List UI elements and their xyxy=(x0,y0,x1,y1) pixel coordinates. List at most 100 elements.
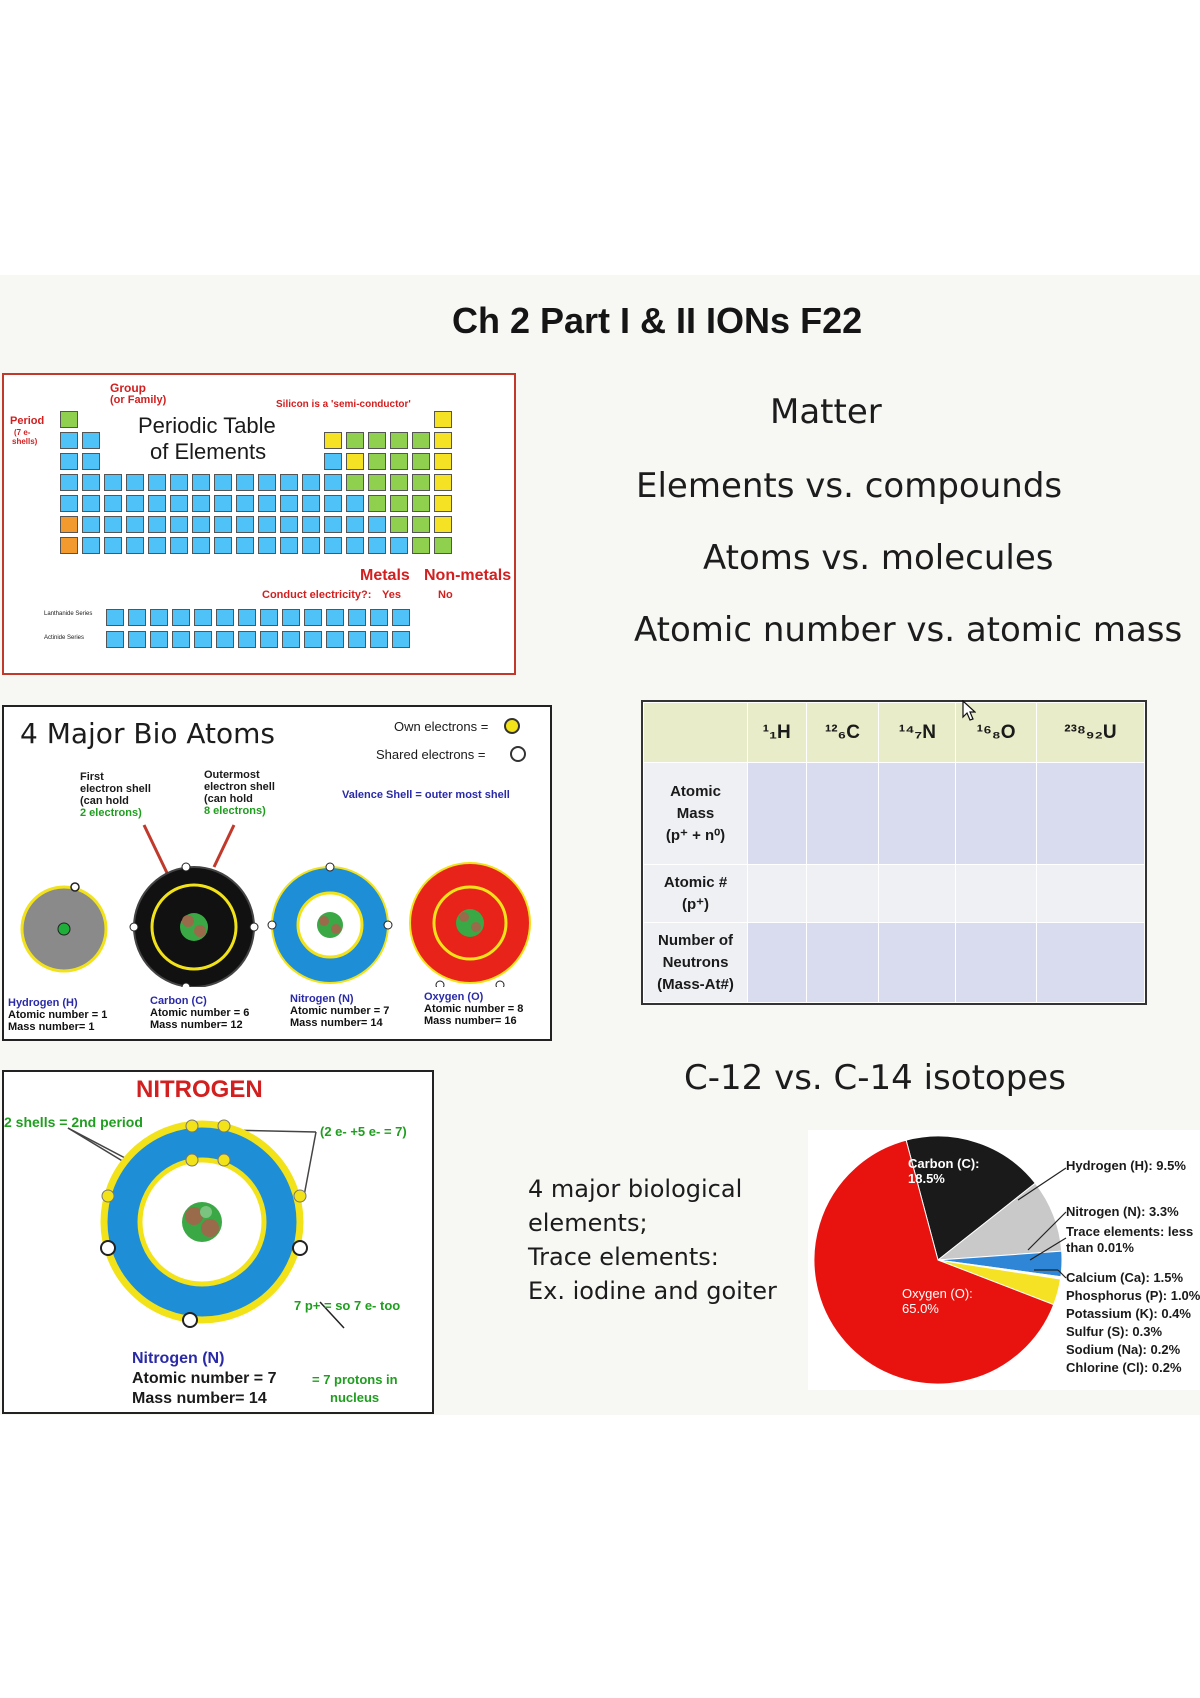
topic-atoms-molecules: Atoms vs. molecules xyxy=(703,538,1054,578)
series-cell xyxy=(106,631,124,648)
series-cell xyxy=(392,631,410,648)
element-cell xyxy=(434,474,452,491)
column-u: ²³⁸₉₂U xyxy=(1035,702,1146,763)
cell[interactable] xyxy=(805,922,880,1003)
series-cell xyxy=(260,631,278,648)
cell[interactable] xyxy=(1035,922,1146,1003)
series-cell xyxy=(326,631,344,648)
nitrogen-mass: Mass number= 14 xyxy=(132,1390,267,1407)
series-cell xyxy=(238,609,256,626)
element-cell xyxy=(412,516,430,533)
element-cell xyxy=(324,432,342,449)
page-title: Ch 2 Part I & II IONs F22 xyxy=(452,300,863,341)
element-cell xyxy=(148,516,166,533)
element-cell xyxy=(148,537,166,554)
legend-sulfur: Sulfur (S): 0.3% xyxy=(1066,1324,1163,1339)
element-cell xyxy=(192,495,210,512)
valence-note: Valence Shell = outer most shell xyxy=(342,789,510,801)
series-cell xyxy=(194,631,212,648)
element-cell xyxy=(412,495,430,512)
bio-atoms-panel: 4 Major Bio Atoms Own electrons = Shared… xyxy=(2,705,552,1041)
shared-electron-icon xyxy=(510,746,526,762)
element-cell xyxy=(82,474,100,491)
cell[interactable] xyxy=(805,864,880,923)
series-cell xyxy=(370,631,388,648)
pie-chart xyxy=(813,1135,1063,1385)
element-cell xyxy=(346,516,364,533)
nitrogen-heading: NITROGEN xyxy=(136,1076,263,1103)
nucleus-label: nucleus xyxy=(330,1390,380,1405)
cell[interactable] xyxy=(878,922,957,1003)
series-cell xyxy=(326,609,344,626)
series-cell xyxy=(304,609,322,626)
element-cell xyxy=(104,474,122,491)
cell[interactable] xyxy=(1035,762,1146,865)
mouse-cursor-icon xyxy=(962,700,976,721)
cell[interactable] xyxy=(747,922,807,1003)
element-cell xyxy=(390,453,408,470)
cell[interactable] xyxy=(955,864,1037,923)
actinide-label: Actinide Series xyxy=(44,635,85,641)
element-cell xyxy=(368,516,386,533)
series-cell xyxy=(172,609,190,626)
periodic-table-panel: Group (or Family) Period (7 e- shells) P… xyxy=(2,373,516,675)
isotopes-heading: C-12 vs. C-14 isotopes xyxy=(684,1058,1066,1098)
element-cell xyxy=(82,453,100,470)
cell[interactable] xyxy=(805,762,880,865)
nitrogen-atomic: Atomic number = 7 xyxy=(132,1370,277,1387)
carbon-atom xyxy=(129,862,259,987)
element-cell xyxy=(390,495,408,512)
nitrogen-atom-small xyxy=(267,862,393,984)
element-cell xyxy=(60,495,78,512)
element-cell xyxy=(412,474,430,491)
element-cell xyxy=(170,495,188,512)
silicon-note: Silicon is a 'semi-conductor' xyxy=(276,399,411,410)
element-cell xyxy=(390,432,408,449)
element-cell xyxy=(412,432,430,449)
cell[interactable] xyxy=(955,762,1037,865)
series-cell xyxy=(106,609,124,626)
element-cell xyxy=(104,516,122,533)
element-cell xyxy=(368,453,386,470)
protons-note: 7 p+ = so 7 e- too xyxy=(294,1298,401,1313)
cell[interactable] xyxy=(1035,864,1146,923)
legend-trace: Trace elements: less than 0.01% xyxy=(1066,1224,1194,1255)
element-cell xyxy=(434,495,452,512)
series-cell xyxy=(216,609,234,626)
cell[interactable] xyxy=(747,864,807,923)
pie-leader-lines xyxy=(1017,1167,1067,1279)
series-cell xyxy=(172,631,190,648)
pie-slice xyxy=(813,1139,1055,1385)
cell[interactable] xyxy=(878,762,957,865)
own-electron-icon xyxy=(504,718,520,734)
series-cell xyxy=(150,631,168,648)
hydrogen-atom xyxy=(20,882,108,973)
cell[interactable] xyxy=(955,922,1037,1003)
element-cell xyxy=(82,537,100,554)
periodic-heading-1: Periodic Table xyxy=(138,413,276,438)
cell[interactable] xyxy=(878,864,957,923)
element-cell xyxy=(280,516,298,533)
conduct-label: Conduct electricity?: xyxy=(262,589,372,601)
series-rows xyxy=(106,609,418,659)
element-cell xyxy=(368,537,386,554)
element-cell xyxy=(280,495,298,512)
element-cell xyxy=(214,516,232,533)
electron-count-note: (2 e- +5 e- = 7) xyxy=(320,1124,407,1139)
element-cell xyxy=(302,474,320,491)
element-cell xyxy=(258,474,276,491)
series-cell xyxy=(128,631,146,648)
element-cell xyxy=(346,474,364,491)
element-cell xyxy=(104,495,122,512)
element-grid xyxy=(60,411,472,621)
column-h: ¹₁H xyxy=(747,702,807,763)
nitrogen-name: Nitrogen (N) xyxy=(132,1350,225,1367)
period-sub1: (7 e- xyxy=(14,428,31,437)
cell[interactable] xyxy=(747,762,807,865)
legend-chlorine: Chlorine (Cl): 0.2% xyxy=(1066,1360,1182,1375)
series-cell xyxy=(194,609,212,626)
element-cell xyxy=(434,432,452,449)
element-cell xyxy=(170,516,188,533)
